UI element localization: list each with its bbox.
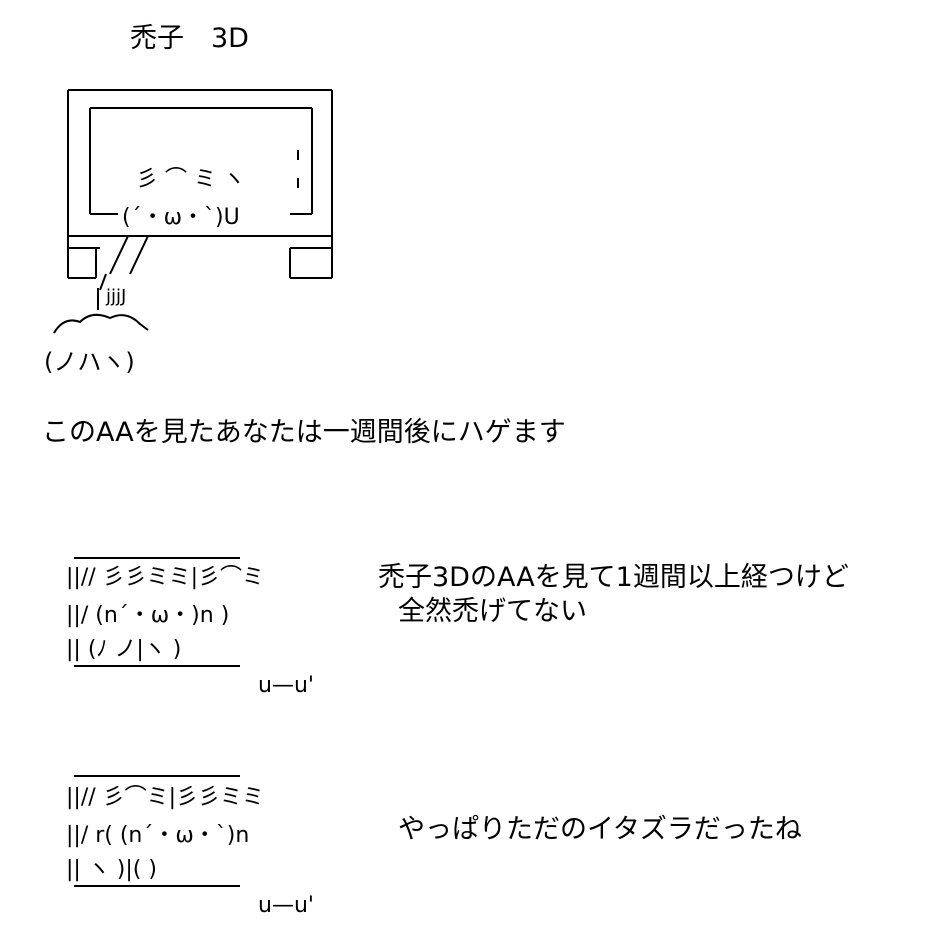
panel3-row3: || ヽ )|( ) xyxy=(66,857,157,882)
caption-text: このAAを見たあなたは一週間後にハゲます xyxy=(42,417,566,448)
panel3-text: やっぱりただのイタズラだったね xyxy=(398,814,802,845)
tv-ascii-art: 彡 ⌒ ミ ヽ (´・ω・`)U jjjJ (ノハヽ) xyxy=(44,89,333,376)
panel2-feet: u—u' xyxy=(258,673,314,698)
panel2-row3: || (ﾉ ノ|ヽ ) xyxy=(66,637,181,662)
panel3-ascii-art: ||// 彡⌒ミ|彡彡ミミ ||/ r( (n´・ω・`)n || ヽ )|( … xyxy=(66,775,314,918)
panel3-row1: ||// 彡⌒ミ|彡彡ミミ xyxy=(66,785,264,810)
panel2-row1: ||// 彡彡ミミ|彡⌒ミ xyxy=(66,565,264,590)
tv-face-text: (´・ω・`)U xyxy=(122,205,240,230)
panel3-feet: u—u' xyxy=(258,893,314,918)
panel2-row2: ||/ (n´・ω・)n ) xyxy=(66,603,229,628)
bottom-left-figure: (ノハヽ) xyxy=(44,348,135,376)
panel2-text-line1: 禿子3DのAAを見て1週間以上経つけど xyxy=(378,562,849,593)
panel2-text-line2: 全然禿げてない xyxy=(398,596,587,627)
page-title: 禿子 3D xyxy=(130,23,249,54)
tv-hair-text: 彡 ⌒ ミ ヽ xyxy=(136,167,245,192)
hand-text: jjjJ xyxy=(105,286,126,307)
panel3-row2: ||/ r( (n´・ω・`)n xyxy=(66,823,249,848)
panel2-ascii-art: ||// 彡彡ミミ|彡⌒ミ ||/ (n´・ω・)n ) || (ﾉ ノ|ヽ )… xyxy=(66,557,314,698)
